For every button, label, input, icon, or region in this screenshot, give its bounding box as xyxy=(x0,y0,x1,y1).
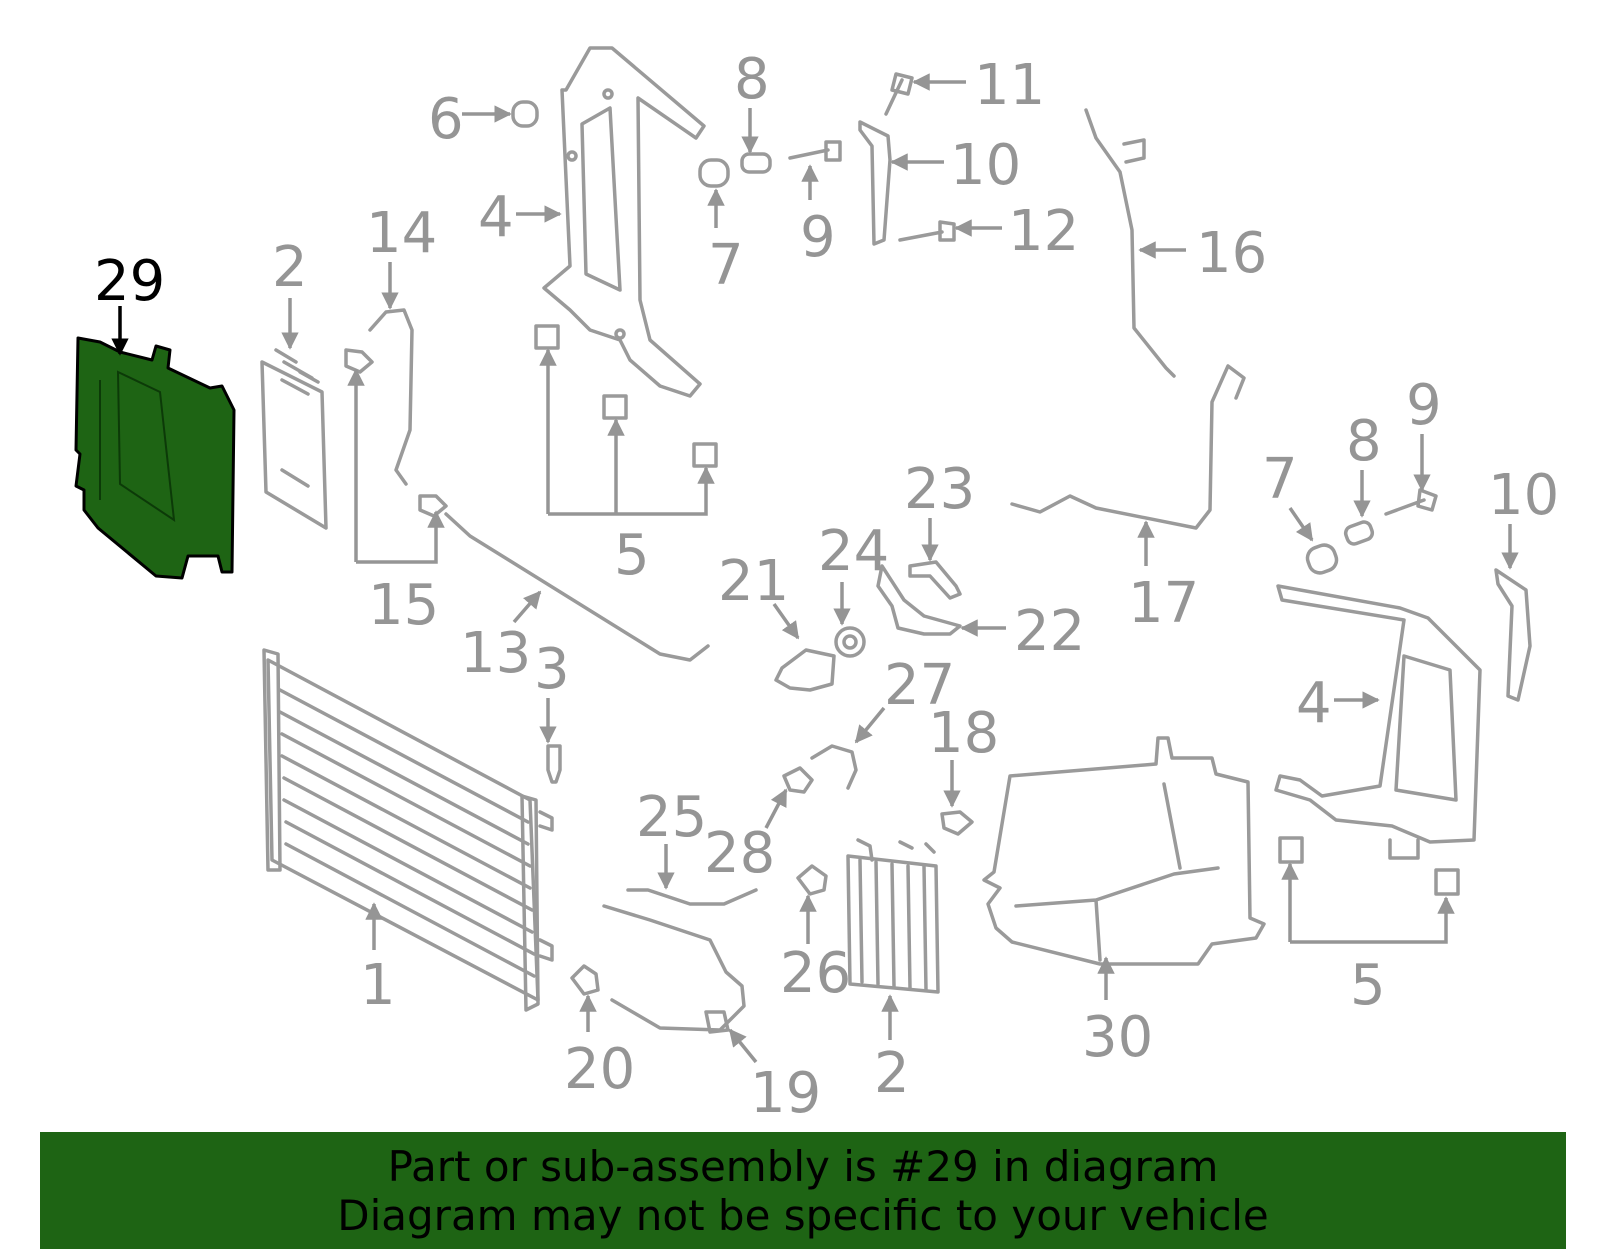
part-17-pipe[interactable] xyxy=(1010,364,1246,530)
part-13-pipe[interactable] xyxy=(444,512,710,662)
callout-12[interactable]: 12 xyxy=(1008,199,1079,264)
callouts: 1 2 2 3 4 4 5 5 6 7 7 8 8 9 9 10 10 11 1… xyxy=(94,47,1559,1126)
callout-4-left[interactable]: 4 xyxy=(478,185,514,250)
part-7-bushing-top[interactable] xyxy=(698,158,730,188)
callout-16[interactable]: 16 xyxy=(1196,221,1267,286)
part-2-aux-radiator-bottom[interactable] xyxy=(846,838,940,994)
callout-30[interactable]: 30 xyxy=(1082,1005,1153,1070)
part-7-bushing-right[interactable] xyxy=(1304,542,1339,576)
part-8-bolt-top[interactable] xyxy=(740,152,772,174)
part-9-bolt-right[interactable] xyxy=(1384,488,1438,516)
callout-27[interactable]: 27 xyxy=(884,653,955,718)
part-3-sensor[interactable] xyxy=(546,744,562,784)
callout-20[interactable]: 20 xyxy=(564,1037,635,1102)
part-19-hose[interactable] xyxy=(602,904,746,1034)
callout-25[interactable]: 25 xyxy=(636,785,707,850)
callout-28[interactable]: 28 xyxy=(704,821,775,886)
callout-5-left[interactable]: 5 xyxy=(614,523,650,588)
callout-10-top[interactable]: 10 xyxy=(950,133,1021,198)
part-14-hose[interactable] xyxy=(368,308,414,486)
part-1-condenser[interactable] xyxy=(262,648,554,1012)
callout-17[interactable]: 17 xyxy=(1128,571,1199,636)
part-23-bracket[interactable] xyxy=(908,560,962,600)
part-10-bracket-right[interactable] xyxy=(1494,568,1532,702)
part-4-bracket-left[interactable] xyxy=(542,46,706,398)
callout-2-left[interactable]: 2 xyxy=(272,235,308,300)
callout-14[interactable]: 14 xyxy=(366,201,437,266)
banner-line-2: Diagram may not be specific to your vehi… xyxy=(337,1191,1269,1240)
callout-7-top[interactable]: 7 xyxy=(708,233,744,298)
part-20-clamp[interactable] xyxy=(570,964,600,996)
callout-26[interactable]: 26 xyxy=(780,941,851,1006)
callout-7-right[interactable]: 7 xyxy=(1262,447,1298,512)
callout-29[interactable]: 29 xyxy=(94,249,165,314)
part-9-bolt-top[interactable] xyxy=(788,140,842,162)
callout-24[interactable]: 24 xyxy=(818,519,889,584)
part-16-pipe[interactable] xyxy=(1084,108,1176,378)
callout-3[interactable]: 3 xyxy=(534,637,570,702)
part-6-plug[interactable] xyxy=(511,100,539,128)
part-22-bracket[interactable] xyxy=(876,564,962,636)
callout-18[interactable]: 18 xyxy=(928,701,999,766)
callout-10-right[interactable]: 10 xyxy=(1488,463,1559,528)
callout-8-top[interactable]: 8 xyxy=(734,47,770,112)
part-15-clamp[interactable] xyxy=(344,348,448,518)
callout-2-bottom[interactable]: 2 xyxy=(874,1041,910,1106)
callout-13[interactable]: 13 xyxy=(460,621,531,686)
leader-lines xyxy=(281,73,1519,1064)
banner-line-1: Part or sub-assembly is #29 in diagram xyxy=(387,1142,1219,1191)
part-8-bolt-right[interactable] xyxy=(1343,520,1375,546)
part-25-hose[interactable] xyxy=(626,888,758,906)
callout-21[interactable]: 21 xyxy=(718,549,789,614)
part-2-aux-radiator-left[interactable] xyxy=(260,348,328,530)
part-21-pump[interactable] xyxy=(774,648,836,692)
callout-9-top[interactable]: 9 xyxy=(800,205,836,270)
callout-6[interactable]: 6 xyxy=(428,87,464,152)
callout-9-right[interactable]: 9 xyxy=(1406,373,1442,438)
part-4-bracket-right[interactable] xyxy=(1274,584,1482,860)
part-27-hose[interactable] xyxy=(810,744,858,790)
callout-8-right[interactable]: 8 xyxy=(1346,409,1382,474)
callout-19[interactable]: 19 xyxy=(750,1061,821,1126)
callout-5-right[interactable]: 5 xyxy=(1350,953,1386,1018)
part-30-duct[interactable] xyxy=(982,736,1266,966)
part-24-grommet[interactable] xyxy=(834,626,866,658)
part-18-clamp[interactable] xyxy=(940,810,974,836)
info-banner: Part or sub-assembly is #29 in diagram D… xyxy=(40,1132,1566,1249)
part-28-clamp[interactable] xyxy=(782,766,814,794)
callout-11[interactable]: 11 xyxy=(974,53,1045,118)
callout-1[interactable]: 1 xyxy=(360,953,396,1018)
callout-22[interactable]: 22 xyxy=(1014,599,1085,664)
callout-4-right[interactable]: 4 xyxy=(1296,671,1332,736)
part-29-air-guide[interactable] xyxy=(74,336,236,580)
part-5-bushings[interactable] xyxy=(534,324,1460,896)
callout-23[interactable]: 23 xyxy=(904,457,975,522)
part-10-bracket-top[interactable] xyxy=(858,120,892,246)
part-26-clamp[interactable] xyxy=(796,864,828,896)
part-11-bolt[interactable] xyxy=(884,72,914,116)
callout-15[interactable]: 15 xyxy=(368,573,439,638)
part-12-bolt[interactable] xyxy=(898,220,956,242)
